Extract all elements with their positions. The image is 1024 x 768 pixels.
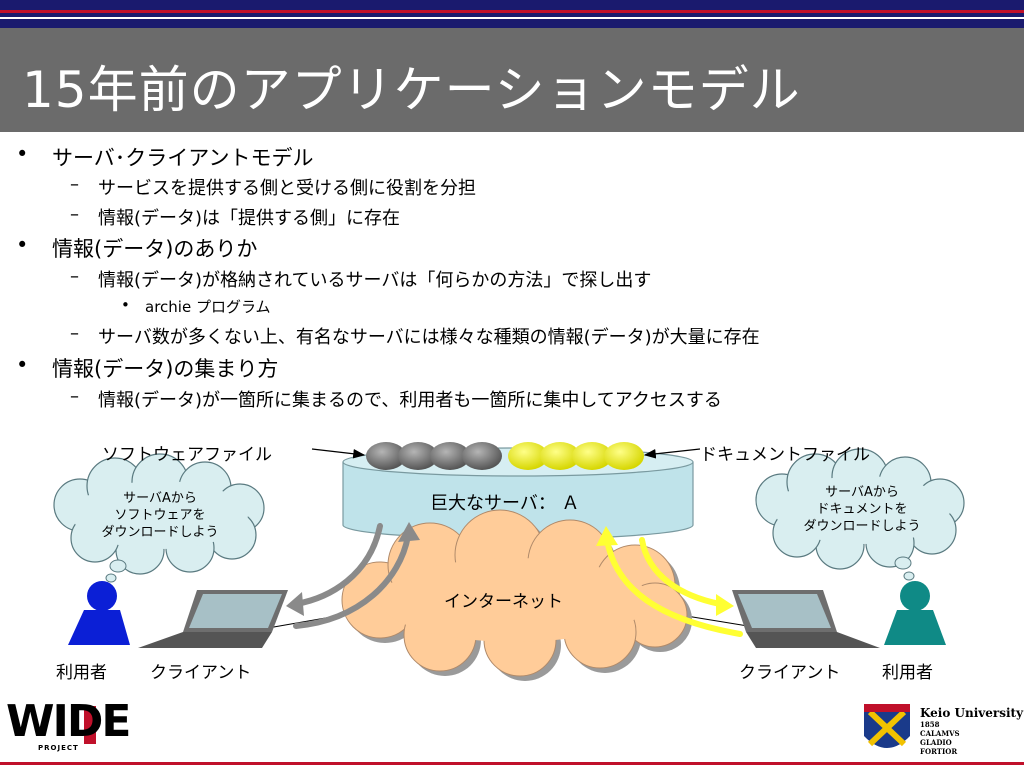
left-user-figure: [68, 581, 130, 645]
document-arrowheads: [596, 526, 734, 616]
sub-bullet-item: サービスを提供する側と受ける側に役割を分担: [70, 174, 476, 200]
sub-bullet-item: 情報(データ)は「提供する側」に存在: [70, 204, 400, 230]
bullet-item: 情報(データ)のありか: [16, 233, 257, 263]
left-bubble-text: サーバAから ソフトウェアを ダウンロードしよう: [101, 491, 219, 540]
document-label-arrow: [643, 448, 701, 459]
sub-bullet-item: 情報(データ)が一箇所に集まるので、利用者も一箇所に集中してアクセスする: [70, 386, 722, 412]
left-thought-bubble: [53, 453, 265, 583]
slide-title: 15年前のアプリケーションモデル: [22, 61, 801, 119]
right-client-label: クライアント: [739, 663, 841, 683]
document-file-disks: [508, 442, 644, 470]
wide-project-logo: WIDE PROJECT: [6, 696, 131, 753]
sub-sub-bullet-item: archie プログラム: [121, 296, 270, 317]
keio-year: 1858: [920, 720, 940, 729]
bottom-accent-line: [0, 762, 1024, 765]
server-label: 巨大なサーバ： Ａ: [430, 493, 580, 514]
software-file-label: ソフトウェアファイル: [102, 445, 272, 465]
right-thought-bubble: [755, 448, 965, 581]
internet-label: インターネット: [444, 592, 563, 612]
keio-name: Keio University: [920, 706, 1024, 720]
wide-logo-subtext: PROJECT: [38, 744, 79, 752]
software-label-arrow: [311, 448, 366, 459]
top-band: [0, 0, 1024, 28]
keio-crest: [864, 704, 910, 748]
keio-motto-line: CALAMVS: [920, 729, 960, 738]
right-bubble-text: サーバAから ドキュメントを ダウンロードしよう: [803, 485, 921, 534]
right-user-figure: [884, 581, 946, 645]
software-download-arrows: [293, 523, 411, 629]
document-file-label: ドキュメントファイル: [700, 445, 870, 465]
sub-bullet-item: サーバ数が多くない上、有名なサーバには様々な種類の情報(データ)が大量に存在: [70, 323, 760, 349]
wide-logo-accent: [84, 706, 96, 744]
bullet-item: 情報(データ)の集まり方: [16, 353, 278, 383]
bullet-item: サーバ･クライアントモデル: [16, 142, 314, 172]
left-client-label: クライアント: [150, 663, 252, 683]
sub-bullet-item: 情報(データ)が格納されているサーバは「何らかの方法」で探し出す: [70, 266, 651, 292]
top-band-red-stripe: [0, 10, 1024, 13]
keio-motto-line: GLADIO: [920, 738, 952, 747]
software-file-disks: [366, 442, 502, 470]
document-download-arrows: [604, 537, 743, 637]
top-band-white-stripe: [0, 17, 1024, 19]
left-laptop: [138, 590, 288, 648]
keio-motto-line: FORTIOR: [920, 747, 958, 756]
wide-logo-text: WIDE: [6, 696, 131, 747]
software-arrowheads: [286, 522, 420, 616]
right-laptop: [732, 590, 880, 648]
internet-cloud: [341, 509, 692, 681]
title-bar: 15年前のアプリケーションモデル: [0, 28, 1024, 132]
right-user-label: 利用者: [882, 663, 933, 683]
left-user-label: 利用者: [56, 663, 107, 683]
keio-logo-text: Keio University 1858 CALAMVS GLADIO FORT…: [920, 706, 1023, 756]
